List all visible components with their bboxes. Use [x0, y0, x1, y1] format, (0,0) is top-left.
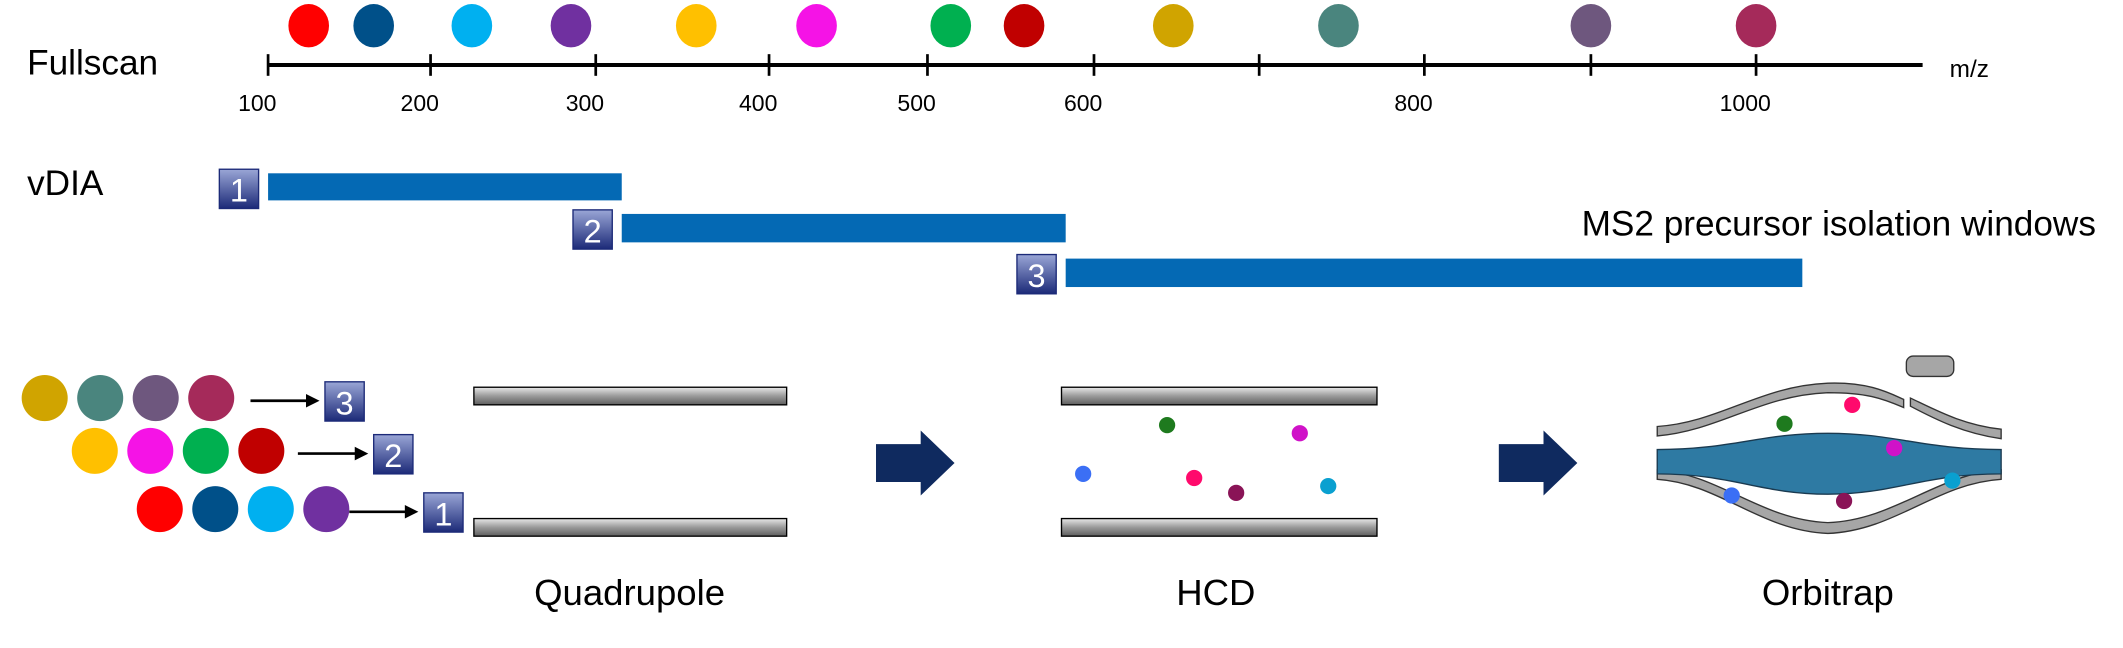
- precursor-ion-dot: [192, 486, 239, 533]
- precursor-ion-dot: [675, 4, 717, 48]
- orbitrap-outer-electrode-top-left: [1656, 382, 1905, 437]
- fragment-ion: [1186, 469, 1203, 487]
- arrow-right-icon: [1498, 430, 1578, 496]
- badge-number: 3: [336, 385, 354, 421]
- vdia-label: vDIA: [27, 164, 104, 203]
- precursor-ion-dot: [21, 375, 68, 422]
- window-number-badge: 3: [1016, 253, 1057, 295]
- quadrupole-rod-bottom: [473, 517, 788, 537]
- isolation-windows: 1 2 3: [218, 168, 1803, 295]
- precursor-ion-dot: [132, 375, 179, 422]
- axis-tick-label: 300: [566, 90, 604, 116]
- precursor-ion-dot: [930, 4, 972, 48]
- isolation-window-bar: [1065, 258, 1803, 288]
- fragment-ion: [1291, 425, 1308, 442]
- windows-caption: MS2 precursor isolation windows: [1582, 205, 2096, 244]
- precursor-dots: [288, 4, 1777, 48]
- precursor-ion-dot: [1152, 4, 1194, 48]
- window-number-badge: 1: [218, 168, 260, 210]
- badge-number: 1: [434, 496, 452, 532]
- fragment-ion: [1158, 417, 1176, 434]
- badge-number: 1: [230, 173, 248, 209]
- precursor-ion-dot: [182, 427, 229, 474]
- precursor-ion-dot: [127, 427, 174, 474]
- precursor-ion-dot: [353, 4, 395, 48]
- badge-number: 2: [584, 213, 602, 249]
- precursor-group-window-1: 1: [136, 486, 464, 533]
- orbitrap-label: Orbitrap: [1762, 572, 1894, 613]
- arrow-head-icon: [404, 505, 419, 519]
- orbitrap-outer-electrode-bottom: [1656, 469, 2002, 535]
- precursor-ion-dot: [550, 4, 592, 48]
- precursor-ion-dot: [238, 427, 285, 474]
- axis-tick-label: 400: [739, 90, 777, 116]
- precursor-ion-dot: [451, 4, 493, 48]
- isolation-window-bar: [621, 213, 1066, 243]
- badge-box: [324, 381, 365, 422]
- axis-tick-label: 500: [897, 90, 935, 116]
- window-number-badge: 3: [324, 381, 365, 422]
- badge-number: 2: [384, 438, 402, 474]
- badge-number: 3: [1028, 258, 1046, 294]
- hcd-rod-top: [1060, 386, 1378, 406]
- fragment-ion: [1835, 492, 1853, 510]
- mz-axis-unit: m/z: [1950, 56, 1989, 83]
- badge-box: [373, 433, 414, 475]
- precursor-group-window-2: 2: [71, 427, 414, 475]
- axis-tick-label: 100: [238, 90, 276, 116]
- orbitrap-central-electrode: [1656, 432, 2002, 495]
- mz-axis-ticks: 100 200 300 400 500 600 800 1000: [238, 54, 1771, 116]
- window-number-badge: 2: [572, 209, 613, 250]
- isolation-window-bar: [268, 173, 622, 201]
- precursor-ion-dot: [1735, 4, 1777, 48]
- fragment-ion: [1320, 477, 1337, 495]
- precursor-ion-dot: [1570, 4, 1612, 48]
- fragment-ion: [1944, 472, 1961, 489]
- precursor-group-window-3: 3: [21, 375, 365, 422]
- precursor-ion-dot: [77, 375, 124, 422]
- window-number-badge: 1: [423, 492, 464, 533]
- precursor-ion-dot: [247, 486, 294, 533]
- precursor-ion-dot: [188, 375, 235, 422]
- quadrupole-rod-top: [473, 386, 788, 406]
- orbitrap-injection-tube: [1905, 355, 1955, 378]
- axis-tick-label: 1000: [1720, 90, 1771, 116]
- hcd-label: HCD: [1176, 572, 1255, 613]
- orbitrap-outer-electrode-top-right: [1909, 396, 2002, 440]
- axis-tick-label: 800: [1394, 90, 1432, 116]
- arrow-head-icon: [354, 446, 369, 461]
- axis-tick-label: 600: [1064, 90, 1102, 116]
- badge-box: [423, 492, 464, 533]
- fullscan-label: Fullscan: [27, 43, 158, 82]
- orbitrap: Orbitrap: [1656, 355, 2002, 613]
- precursor-ion-dot: [1318, 4, 1359, 48]
- badge-box: [218, 168, 260, 210]
- precursor-ion-dot: [1003, 4, 1045, 48]
- fragment-ion: [1723, 487, 1740, 504]
- precursor-ion-dot: [796, 4, 837, 48]
- fragment-ion: [1844, 396, 1861, 413]
- window-number-badge: 2: [373, 433, 414, 475]
- precursor-ion-dot: [136, 486, 183, 533]
- arrow-right-icon: [876, 430, 955, 496]
- badge-box: [1016, 253, 1057, 295]
- badge-box: [572, 209, 613, 250]
- quadrupole-label: Quadrupole: [534, 572, 725, 613]
- hcd-cell: HCD: [1060, 386, 1378, 613]
- fragment-ion: [1075, 465, 1092, 483]
- precursor-groups: 321: [21, 375, 464, 533]
- hcd-rod-bottom: [1060, 517, 1378, 537]
- precursor-ion-dot: [288, 4, 330, 48]
- quadrupole: Quadrupole: [473, 386, 788, 613]
- fragment-ion: [1776, 415, 1793, 432]
- precursor-ion-dot: [303, 486, 350, 533]
- arrow-head-icon: [305, 393, 320, 408]
- axis-tick-label: 200: [401, 90, 439, 116]
- fragment-ion: [1886, 440, 1903, 457]
- fragment-ion: [1228, 484, 1245, 501]
- precursor-ion-dot: [71, 427, 118, 474]
